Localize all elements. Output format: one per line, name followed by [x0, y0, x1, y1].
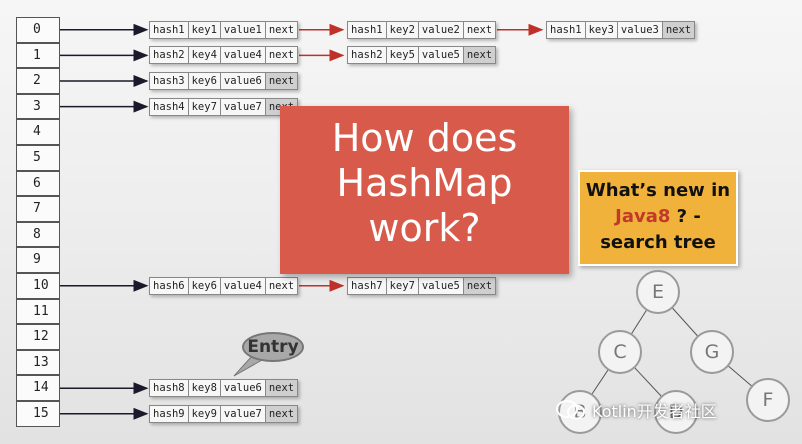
wechat-icon: [556, 400, 585, 420]
entry-value: value5: [417, 46, 464, 65]
bucket-4: 4: [16, 119, 60, 145]
entry-key: key4: [187, 46, 221, 65]
bucket-7: 7: [16, 196, 60, 222]
bucket-9: 9: [16, 247, 60, 273]
entry-key: key6: [187, 276, 221, 295]
tree-node-e: E: [636, 270, 680, 314]
java8-line-3: search tree: [600, 232, 716, 253]
entry-next: next: [264, 276, 299, 295]
java8-line-2-rest: ? -: [670, 206, 701, 227]
entry-hash: hash4: [149, 97, 189, 116]
overlay-line-1: How does: [331, 116, 518, 160]
bucket-8: 8: [16, 221, 60, 248]
bucket-6: 6: [16, 170, 60, 197]
entry-next: next: [462, 46, 497, 65]
tree-node-d: D: [654, 390, 698, 434]
entry-key: key9: [187, 404, 221, 423]
entry-value: value7: [219, 404, 266, 423]
entry-key: key8: [187, 379, 221, 398]
java8-line-1: What’s new in: [585, 180, 731, 201]
entry-next: next: [462, 276, 497, 295]
entry-next: next: [264, 379, 299, 398]
entry-hash: hash2: [149, 46, 189, 65]
bucket-10: 10: [16, 273, 60, 299]
entry-key: key7: [385, 276, 419, 295]
tree-node-g: G: [690, 330, 734, 374]
entry-value: value6: [219, 379, 266, 398]
entry-callout-bubble: Entry: [242, 332, 304, 362]
entry-value: value3: [616, 20, 663, 39]
entry-next: next: [264, 46, 299, 65]
entry-value: value1: [219, 20, 266, 39]
entry-hash: hash6: [149, 276, 189, 295]
entry-value: value7: [219, 97, 266, 116]
entry-next: next: [264, 72, 299, 90]
entry-value: value4: [219, 276, 266, 295]
entry-hash: hash9: [149, 404, 189, 423]
overlay-line-2: HashMap: [336, 161, 513, 205]
bucket-1: 1: [16, 42, 60, 69]
entry-next: next: [661, 20, 696, 39]
entry-key: key6: [187, 72, 221, 90]
entry-hash: hash2: [347, 46, 387, 65]
entry-next: next: [264, 20, 299, 39]
entry-value: value6: [219, 72, 266, 90]
entry-node: hash4key7value7next: [149, 97, 299, 116]
tree-node-c: C: [598, 330, 642, 374]
entry-next: next: [462, 20, 497, 39]
bucket-0: 0: [16, 17, 60, 43]
entry-hash: hash1: [546, 20, 586, 39]
entry-key: key3: [584, 20, 618, 39]
bucket-3: 3: [16, 93, 60, 120]
entry-key: key1: [187, 20, 221, 39]
entry-key: key2: [385, 20, 419, 39]
entry-hash: hash1: [347, 20, 387, 39]
entry-next: next: [264, 404, 299, 423]
entry-key: key7: [187, 97, 221, 116]
entry-value: value5: [417, 276, 464, 295]
overlay-line-3: work?: [368, 206, 481, 250]
entry-hash: hash7: [347, 276, 387, 295]
bucket-2: 2: [16, 68, 60, 94]
entry-value: value2: [417, 20, 464, 39]
bucket-11: 11: [16, 298, 60, 325]
watermark-text: Kotlin开发者社区: [592, 402, 717, 421]
java8-version-label: Java8: [615, 206, 671, 227]
bucket-14: 14: [16, 375, 60, 401]
java8-info-box: What’s new in Java8 ? - search tree: [578, 170, 738, 266]
bucket-12: 12: [16, 324, 60, 350]
java8-line-2: Java8 ? -: [580, 204, 736, 230]
entry-value: value4: [219, 46, 266, 65]
tree-node-f: F: [746, 378, 790, 422]
entry-key: key5: [385, 46, 419, 65]
bucket-15: 15: [16, 401, 60, 427]
entry-hash: hash8: [149, 379, 189, 398]
how-does-hashmap-work-banner: How does HashMap work?: [280, 106, 569, 274]
entry-hash: hash3: [149, 72, 189, 90]
watermark: Kotlin开发者社区: [556, 398, 717, 422]
entry-hash: hash1: [149, 20, 189, 39]
bucket-5: 5: [16, 145, 60, 171]
bucket-13: 13: [16, 349, 60, 376]
